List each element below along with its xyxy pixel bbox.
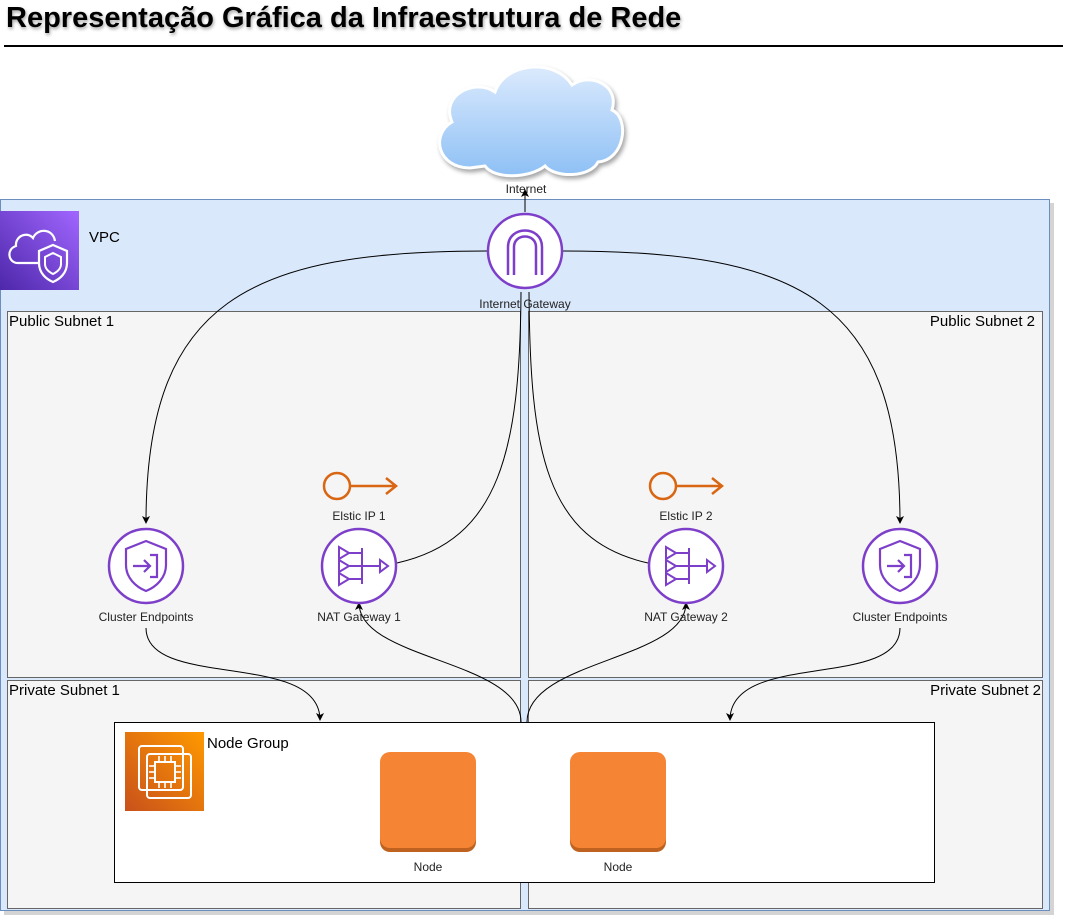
node-1-box[interactable] (380, 752, 476, 848)
elastic-ip-1-label: Elstic IP 1 (332, 509, 386, 523)
cluster-endpoint-2-label: Cluster Endpoints (852, 610, 948, 624)
node-group-container[interactable] (114, 722, 935, 883)
nat-gateway-2-icon[interactable] (647, 527, 725, 605)
connector-nat2-to-igw (528, 291, 649, 564)
connector-private1-to-nat1 (355, 602, 522, 723)
cluster-endpoint-1-icon[interactable] (107, 527, 185, 605)
connector-igw-to-endpoint-2 (562, 250, 904, 524)
public-subnet-2[interactable] (528, 311, 1043, 678)
title-underline (4, 45, 1063, 47)
elastic-ip-1-icon[interactable] (322, 471, 399, 501)
vpc-label: VPC (89, 229, 120, 246)
nat-gateway-2-label: NAT Gateway 2 (644, 610, 728, 624)
private-subnet-2-label: Private Subnet 2 (930, 682, 1041, 699)
connector-endpoint2-to-private-2 (726, 627, 901, 721)
cluster-endpoint-2-icon[interactable] (861, 527, 939, 605)
ec2-instances-icon (125, 732, 204, 811)
node-group-label: Node Group (207, 735, 289, 752)
vpc-icon (0, 211, 79, 290)
elastic-ip-2-label: Elstic IP 2 (659, 509, 713, 523)
public-subnet-1[interactable] (7, 311, 521, 678)
nat-gateway-1-label: NAT Gateway 1 (317, 610, 401, 624)
connector-endpoint1-to-private-1 (145, 627, 324, 721)
connector-igw-to-endpoint-1 (142, 250, 488, 524)
node-2-label: Node (603, 860, 633, 874)
node-1-label: Node (413, 860, 443, 874)
diagram-title: Representação Gráfica da Infraestrutura … (6, 2, 682, 34)
internet-cloud-icon (438, 65, 625, 178)
cluster-endpoint-1-label: Cluster Endpoints (98, 610, 194, 624)
private-subnet-1-label: Private Subnet 1 (9, 682, 120, 699)
connector-private2-to-nat2 (526, 602, 690, 723)
nat-gateway-1-icon[interactable] (320, 527, 398, 605)
public-subnet-1-label: Public Subnet 1 (9, 313, 115, 330)
elastic-ip-2-icon[interactable] (648, 471, 725, 501)
connector-nat1-to-igw (396, 291, 522, 564)
internet-gateway-icon[interactable] (486, 212, 564, 290)
node-2-box[interactable] (570, 752, 666, 848)
public-subnet-2-label: Public Subnet 2 (929, 313, 1035, 330)
internet-gateway-label: Internet Gateway (479, 297, 571, 311)
